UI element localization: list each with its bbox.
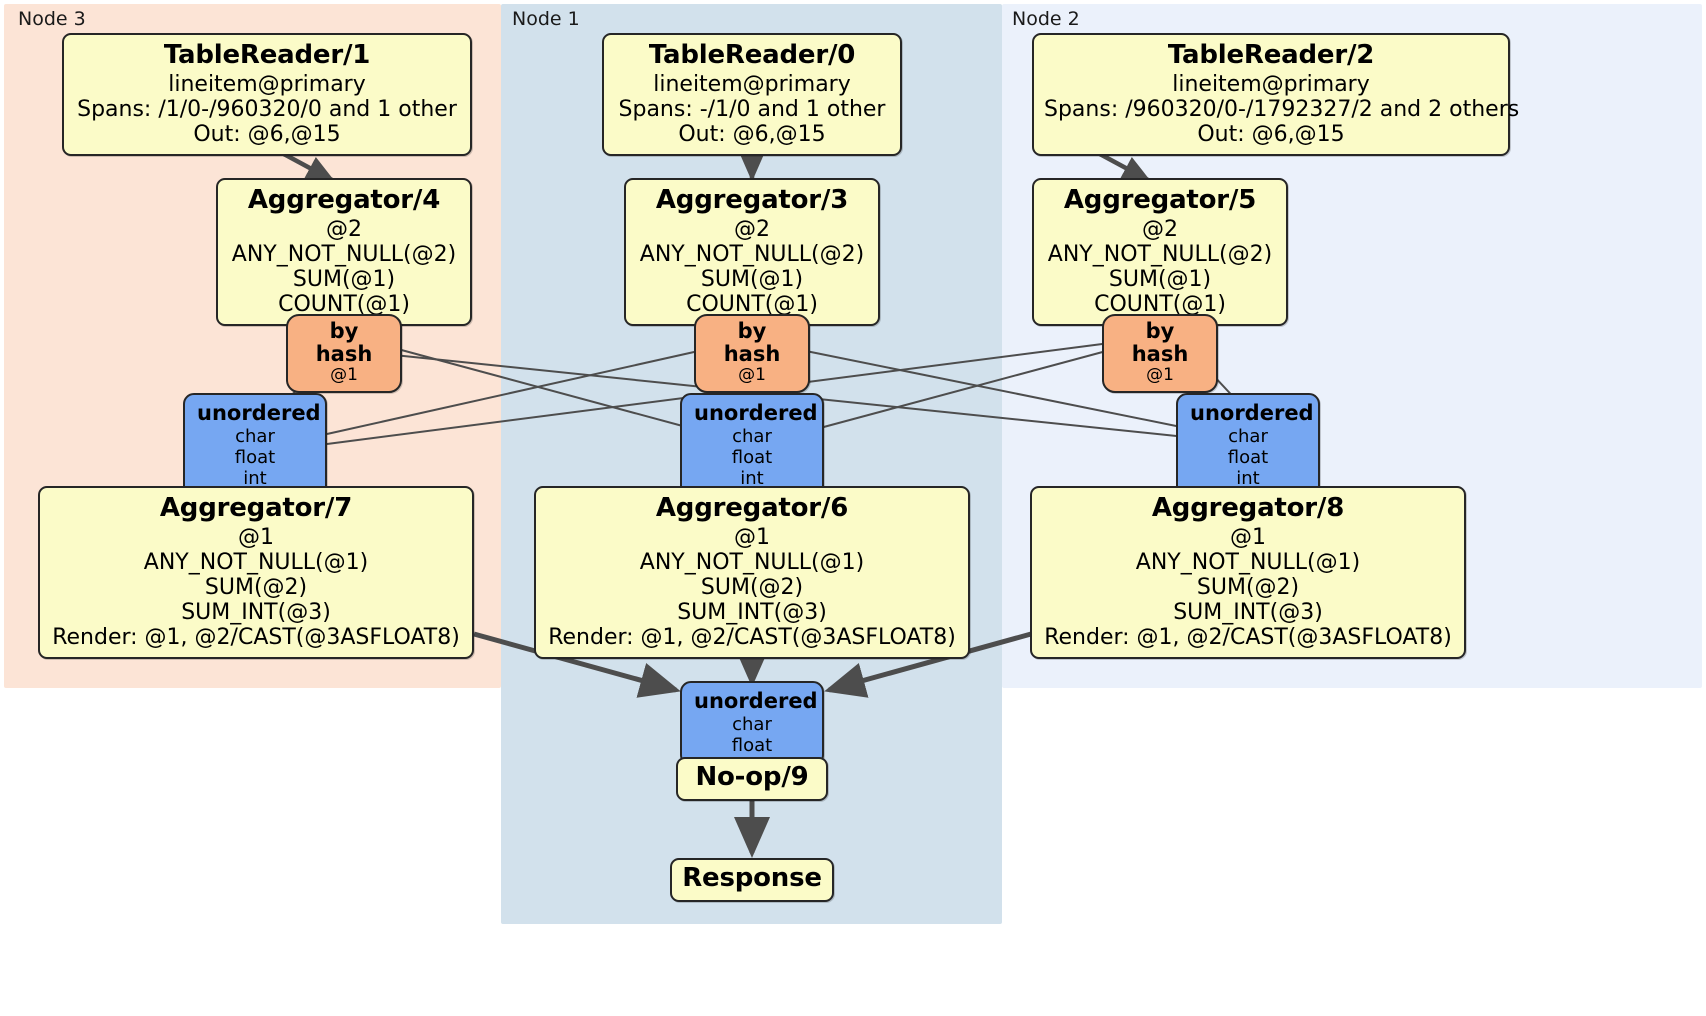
router-by-hash-center[interactable]: by hash @1 xyxy=(694,314,810,393)
processor-line: lineitem@primary xyxy=(168,71,366,97)
processor-title: TableReader/1 xyxy=(163,40,371,70)
processor-title: Aggregator/5 xyxy=(1063,185,1257,215)
synchronizer-line: float xyxy=(731,735,773,756)
processor-line: ANY_NOT_NULL(@2) xyxy=(231,241,457,267)
processor-line: ANY_NOT_NULL(@1) xyxy=(143,549,369,575)
processor-noop-9[interactable]: No-op/9 xyxy=(676,757,828,801)
synchronizer-line: float xyxy=(731,447,773,468)
router-title: by hash xyxy=(1131,319,1189,367)
processor-line: SUM(@1) xyxy=(292,266,396,292)
synchronizer-unordered-right[interactable]: unordered char float int xyxy=(1176,393,1320,500)
processor-title: Aggregator/6 xyxy=(655,493,849,523)
processor-line: ANY_NOT_NULL(@1) xyxy=(1135,549,1361,575)
router-line: @1 xyxy=(1146,365,1174,386)
synchronizer-title: unordered xyxy=(694,401,818,425)
processor-line: SUM_INT(@3) xyxy=(181,599,331,625)
processor-line: lineitem@primary xyxy=(1172,71,1370,97)
processor-line: SUM(@2) xyxy=(204,574,308,600)
processor-line: Render: @1, @2/CAST(@3ASFLOAT8) xyxy=(1044,624,1452,650)
processor-line: ANY_NOT_NULL(@2) xyxy=(1047,241,1273,267)
synchronizer-line: char xyxy=(1228,425,1268,447)
processor-line: SUM_INT(@3) xyxy=(1173,599,1323,625)
processor-line: SUM_INT(@3) xyxy=(677,599,827,625)
synchronizer-unordered-left[interactable]: unordered char float int xyxy=(183,393,327,500)
processor-line: SUM(@1) xyxy=(700,266,804,292)
processor-title: Aggregator/3 xyxy=(655,185,849,215)
processor-line: SUM(@2) xyxy=(700,574,804,600)
processor-line: COUNT(@1) xyxy=(278,291,410,317)
processor-line: @2 xyxy=(326,216,362,242)
lane-label-node-3: Node 3 xyxy=(18,8,86,30)
router-title: by hash xyxy=(723,319,781,367)
processor-line: Spans: -/1/0 and 1 other xyxy=(618,96,886,122)
processor-aggregator-7[interactable]: Aggregator/7 @1 ANY_NOT_NULL(@1) SUM(@2)… xyxy=(38,486,474,660)
processor-tablereader-0[interactable]: TableReader/0 lineitem@primary Spans: -/… xyxy=(602,33,902,156)
processor-title: TableReader/0 xyxy=(648,40,856,70)
router-line: @1 xyxy=(738,365,766,386)
synchronizer-line: int xyxy=(1236,468,1260,490)
router-by-hash-right[interactable]: by hash @1 xyxy=(1102,314,1218,393)
processor-line: ANY_NOT_NULL(@2) xyxy=(639,241,865,267)
processor-aggregator-5[interactable]: Aggregator/5 @2 ANY_NOT_NULL(@2) SUM(@1)… xyxy=(1032,178,1288,326)
processor-line: COUNT(@1) xyxy=(1094,291,1226,317)
processor-title: Aggregator/4 xyxy=(247,185,441,215)
synchronizer-unordered-center[interactable]: unordered char float int xyxy=(680,393,824,500)
synchronizer-unordered-final[interactable]: unordered char float xyxy=(680,681,824,767)
processor-aggregator-3[interactable]: Aggregator/3 @2 ANY_NOT_NULL(@2) SUM(@1)… xyxy=(624,178,880,326)
synchronizer-line: int xyxy=(740,468,764,490)
processor-line: SUM(@1) xyxy=(1108,266,1212,292)
processor-response[interactable]: Response xyxy=(670,858,834,902)
synchronizer-line: char xyxy=(732,713,772,735)
processor-line: @1 xyxy=(734,524,770,550)
lane-label-node-2: Node 2 xyxy=(1012,8,1080,30)
router-title: by hash xyxy=(315,319,373,367)
processor-line: @2 xyxy=(734,216,770,242)
processor-line: Out: @6,@15 xyxy=(193,121,341,147)
processor-line: Render: @1, @2/CAST(@3ASFLOAT8) xyxy=(548,624,956,650)
synchronizer-title: unordered xyxy=(694,689,818,713)
processor-line: COUNT(@1) xyxy=(686,291,818,317)
processor-title: Response xyxy=(682,863,822,893)
processor-title: No-op/9 xyxy=(695,762,809,792)
synchronizer-line: char xyxy=(732,425,772,447)
processor-line: Spans: /1/0-/960320/0 and 1 other xyxy=(77,96,457,122)
processor-title: Aggregator/8 xyxy=(1151,493,1345,523)
processor-line: lineitem@primary xyxy=(653,71,851,97)
processor-line: Out: @6,@15 xyxy=(678,121,826,147)
synchronizer-line: float xyxy=(1227,447,1269,468)
processor-line: SUM(@2) xyxy=(1196,574,1300,600)
router-line: @1 xyxy=(330,365,358,386)
processor-line: @1 xyxy=(1230,524,1266,550)
synchronizer-line: float xyxy=(234,447,276,468)
processor-line: ANY_NOT_NULL(@1) xyxy=(639,549,865,575)
synchronizer-title: unordered xyxy=(197,401,321,425)
processor-title: Aggregator/7 xyxy=(159,493,353,523)
processor-tablereader-1[interactable]: TableReader/1 lineitem@primary Spans: /1… xyxy=(62,33,472,156)
processor-title: TableReader/2 xyxy=(1167,40,1375,70)
processor-line: Spans: /960320/0-/1792327/2 and 2 others xyxy=(1044,96,1520,122)
processor-line: Out: @6,@15 xyxy=(1197,121,1345,147)
synchronizer-title: unordered xyxy=(1190,401,1314,425)
lane-label-node-1: Node 1 xyxy=(512,8,580,30)
processor-aggregator-8[interactable]: Aggregator/8 @1 ANY_NOT_NULL(@1) SUM(@2)… xyxy=(1030,486,1466,660)
processor-line: @2 xyxy=(1142,216,1178,242)
processor-tablereader-2[interactable]: TableReader/2 lineitem@primary Spans: /9… xyxy=(1032,33,1520,156)
processor-line: Render: @1, @2/CAST(@3ASFLOAT8) xyxy=(52,624,460,650)
processor-aggregator-4[interactable]: Aggregator/4 @2 ANY_NOT_NULL(@2) SUM(@1)… xyxy=(216,178,472,326)
processor-line: @1 xyxy=(238,524,274,550)
synchronizer-line: char xyxy=(235,425,275,447)
synchronizer-line: int xyxy=(243,468,267,490)
router-by-hash-left[interactable]: by hash @1 xyxy=(286,314,402,393)
processor-aggregator-6[interactable]: Aggregator/6 @1 ANY_NOT_NULL(@1) SUM(@2)… xyxy=(534,486,970,660)
